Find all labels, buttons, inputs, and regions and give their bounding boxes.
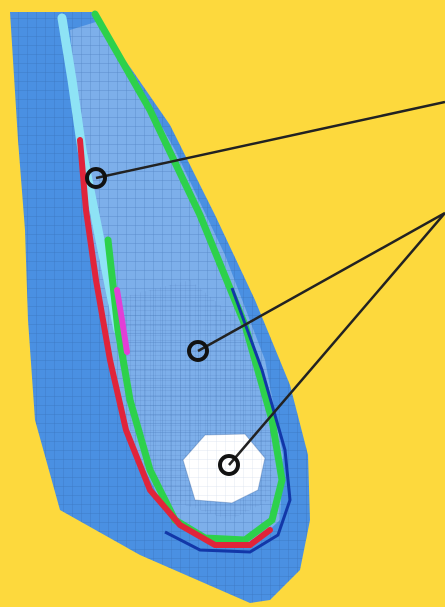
callout-line-band [95, 100, 445, 180]
white-hole-grid [182, 433, 266, 504]
mesh [10, 10, 310, 603]
callout-marker-hole [218, 454, 240, 476]
callout-line-core [197, 211, 445, 353]
callouts [85, 100, 445, 476]
callout-marker-core [187, 340, 209, 362]
magenta-band [114, 287, 130, 355]
callout-marker-band [85, 167, 107, 189]
dark-blue-band [164, 287, 292, 554]
green-band [91, 10, 286, 544]
callout-line-hole [228, 212, 445, 466]
red-band [77, 137, 273, 548]
